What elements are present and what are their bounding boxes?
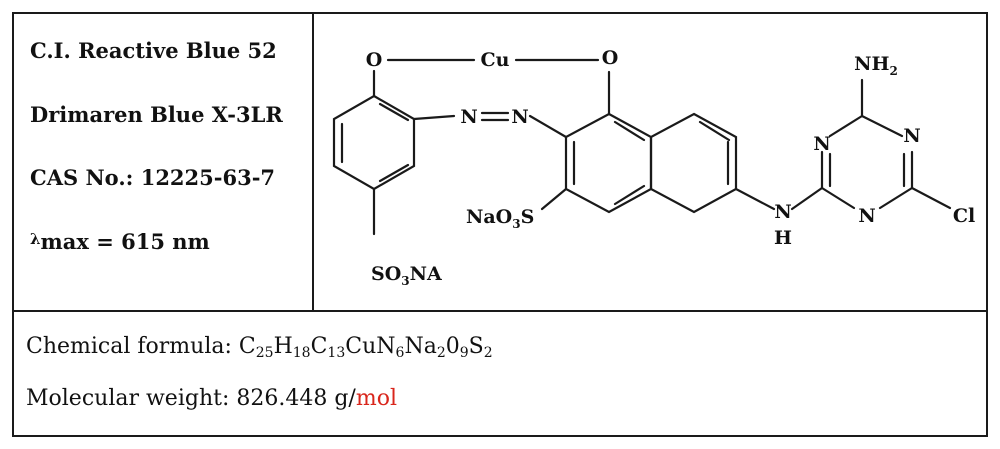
formula-part: H <box>273 334 293 359</box>
nh2-subscript: 2 <box>889 64 897 78</box>
naphthalene-ring-right <box>649 112 738 214</box>
sulfonate-2-tail: NA <box>410 263 442 285</box>
atom-amine-n: N <box>774 201 791 223</box>
formula-label: Chemical formula: <box>26 334 239 359</box>
group-sulfonate-naphthalene: NaO3S <box>466 206 534 231</box>
bond-sulfonate-naphthalene <box>540 187 568 211</box>
weight-value: 826.448 g/ <box>236 386 356 411</box>
row-divider <box>14 310 986 312</box>
sulfonate-1-subscript: 3 <box>512 217 520 231</box>
weight-label: Molecular weight: <box>26 386 237 411</box>
atom-triazine-n-left: N <box>813 133 830 155</box>
atom-cl: Cl <box>953 205 975 227</box>
sulfonate-2-subscript: 3 <box>401 274 409 288</box>
formula-subscript: 25 <box>255 345 274 361</box>
formula-part: 0 <box>445 334 460 359</box>
info-table: C.I. Reactive Blue 52 Drimaren Blue X-3L… <box>12 12 988 437</box>
formula-subscript: 9 <box>459 345 469 361</box>
lambda-max: λmax = 615 nm <box>30 229 210 254</box>
bond-naphthalene-amine <box>734 187 776 211</box>
formula-subscript: 6 <box>395 345 405 361</box>
group-nh2: NH2 <box>854 53 898 78</box>
atom-n2: N <box>511 106 528 128</box>
formula-subscript: 18 <box>292 345 311 361</box>
atom-amine-h: H <box>774 227 792 249</box>
naphthalene-ring-left <box>564 112 653 214</box>
cas-number: CAS No.: 12225-63-7 <box>30 165 275 190</box>
triazine-bond-5 <box>878 186 914 210</box>
lambda-symbol: λ <box>30 230 41 248</box>
cas-value: 12225-63-7 <box>140 165 276 190</box>
chemical-structure: O Cu O N N NH2 N N N Cl N H NaO3S SO3NA <box>332 47 975 288</box>
atom-triazine-n-right: N <box>903 125 920 147</box>
formula-part: CuN <box>345 334 396 359</box>
bond-triazine-cl <box>910 186 952 210</box>
atom-cu: Cu <box>481 49 510 71</box>
naphthalene-double-bond-2 <box>613 120 646 142</box>
chemical-formula: Chemical formula: C25H18C13CuN6Na209S2 <box>26 334 493 361</box>
trade-name: Drimaren Blue X-3LR <box>30 102 283 127</box>
benzene-double-bond-1 <box>378 102 410 122</box>
formula-part: C <box>238 334 256 359</box>
sulfonate-1-tail: S <box>521 206 535 228</box>
group-sulfonate-benzene: SO3NA <box>371 263 442 288</box>
formula-part: Na <box>404 334 437 359</box>
bond-azo-naphthalene <box>528 114 568 139</box>
formula-subscript: 2 <box>483 345 493 361</box>
triazine-bond-6 <box>820 186 856 210</box>
lambda-value: max = 615 nm <box>40 229 210 254</box>
bond-ring-azo <box>412 114 456 121</box>
formula-part: S <box>468 334 484 359</box>
formula-subscript: 2 <box>436 345 446 361</box>
bond-amine-triazine <box>790 186 824 211</box>
nh2-main: NH <box>854 53 889 75</box>
triazine-bond-3 <box>860 114 904 138</box>
weight-unit: mol <box>355 386 397 411</box>
atom-n1: N <box>460 106 477 128</box>
sulfonate-1-main: NaO <box>466 206 512 228</box>
molecular-weight: Molecular weight: 826.448 g/mol <box>26 386 397 411</box>
formula-part: C <box>310 334 328 359</box>
atom-o-right: O <box>602 47 619 69</box>
cas-label: CAS No.: <box>30 165 134 190</box>
column-divider <box>312 14 314 310</box>
naphthalene-double-bond-3 <box>613 184 646 206</box>
triazine-bond-2 <box>828 114 864 138</box>
formula-subscript: 13 <box>327 345 346 361</box>
benzene-ring <box>332 94 416 191</box>
formula-value: C25H18C13CuN6Na209S2 <box>238 334 493 361</box>
atom-o-left: O <box>366 49 383 71</box>
naphthalene-double-bond-4 <box>698 120 731 142</box>
benzene-double-bond-3 <box>378 163 410 183</box>
sulfonate-2-main: SO <box>371 263 401 285</box>
dye-name: C.I. Reactive Blue 52 <box>30 38 277 63</box>
atom-triazine-n-bottom: N <box>858 205 875 227</box>
